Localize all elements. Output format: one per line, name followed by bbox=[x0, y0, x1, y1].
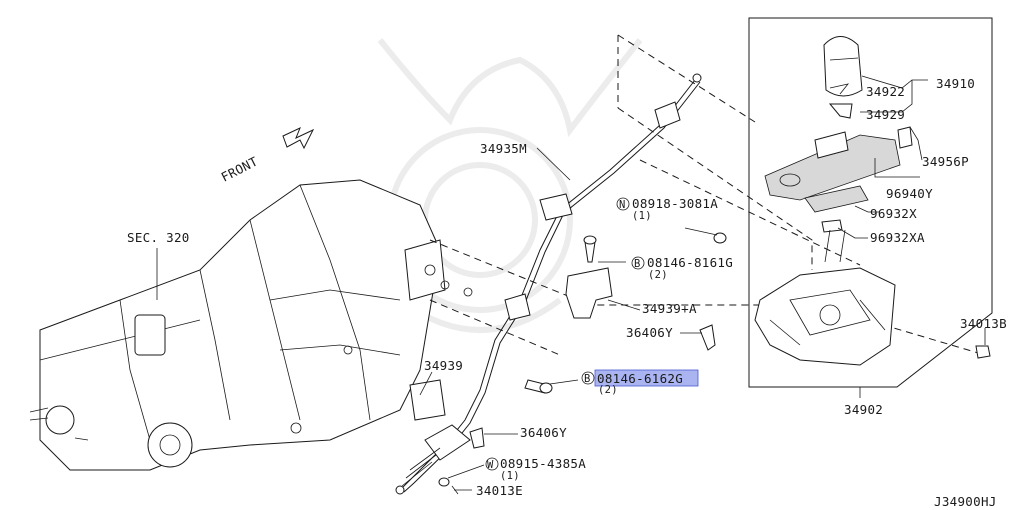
cable-bracket-drawing bbox=[565, 267, 613, 319]
circle-n-icon bbox=[616, 197, 630, 211]
lock-plate-lower-drawing bbox=[469, 427, 485, 449]
nut-34013b-drawing bbox=[975, 345, 991, 359]
knob-button-drawing bbox=[829, 83, 850, 95]
label-08146-6162g-qty: (2) bbox=[598, 384, 618, 396]
label-34929: 34929 bbox=[866, 107, 905, 122]
front-direction-indicator: FRONT bbox=[219, 127, 315, 185]
label-08146-8161g-qty: (2) bbox=[648, 269, 668, 281]
label-08146-8161g-prefix: B bbox=[634, 258, 641, 270]
shift-knob-detail bbox=[829, 57, 859, 61]
upper-bolt-head bbox=[583, 235, 597, 245]
indicator-panel-window bbox=[814, 131, 849, 159]
shifter-mechanism-drawing bbox=[754, 267, 896, 366]
label-08918-prefix: N bbox=[619, 199, 626, 211]
shifter-detail-lines bbox=[769, 299, 886, 346]
label-34956P: 34956P bbox=[922, 154, 969, 169]
front-label: FRONT bbox=[219, 153, 261, 184]
label-08146-8161G: B 08146-8161G (2) bbox=[631, 255, 733, 281]
label-08918-number: 08918-3081A bbox=[632, 196, 718, 211]
label-96932X: 96932X bbox=[870, 206, 917, 221]
label-08915-4385A: W 08915-4385A (1) bbox=[485, 456, 586, 482]
label-34013B: 34013B bbox=[960, 316, 1007, 331]
label-34902: 34902 bbox=[844, 402, 883, 417]
shift-knob-drawing bbox=[823, 36, 863, 97]
front-arrow-icon bbox=[282, 127, 315, 150]
label-34939A: 34939+A bbox=[642, 301, 697, 316]
slide-cover-drawing bbox=[804, 185, 869, 213]
circle-w-icon bbox=[485, 457, 499, 471]
transmission-assembly-drawing bbox=[29, 179, 473, 471]
label-34922: 34922 bbox=[866, 84, 905, 99]
upper-bolt-drawing bbox=[584, 241, 596, 263]
shifter-lever-shaft bbox=[824, 229, 846, 263]
shifter-pivot bbox=[819, 304, 841, 326]
label-08915-prefix: W bbox=[487, 459, 494, 471]
label-08915-number: 08915-4385A bbox=[500, 456, 586, 471]
slide-plate-drawing bbox=[821, 219, 843, 233]
label-08918-3081A: N 08918-3081A (1) bbox=[616, 196, 718, 222]
label-08146-8161g-number: 08146-8161G bbox=[647, 255, 733, 270]
indicator-panel-dial bbox=[779, 173, 801, 187]
part-leader-lines bbox=[419, 147, 861, 491]
indicator-panel-drawing bbox=[764, 134, 901, 201]
label-34939: 34939 bbox=[424, 358, 463, 373]
clip-08918-drawing bbox=[713, 232, 727, 244]
circle-b-icon bbox=[581, 371, 595, 385]
lock-plate-upper-drawing bbox=[699, 324, 716, 351]
label-08918-qty: (1) bbox=[632, 210, 652, 222]
label-34935M: 34935M bbox=[480, 141, 527, 156]
label-36406Y-upper: 36406Y bbox=[626, 325, 673, 340]
label-08146-6162g-prefix: B bbox=[584, 373, 591, 385]
label-08915-qty: (1) bbox=[500, 470, 520, 482]
label-34910: 34910 bbox=[936, 76, 975, 91]
shifter-assembly-frame bbox=[748, 17, 993, 388]
label-96932XA: 96932XA bbox=[870, 230, 925, 245]
shift-cable-drawing bbox=[395, 73, 702, 495]
lower-bolt-head bbox=[539, 382, 553, 394]
section-ref-label: SEC. 320 bbox=[127, 230, 190, 245]
circle-b-icon bbox=[631, 256, 645, 270]
washer-08915-drawing bbox=[438, 477, 450, 487]
diagram-code: J34900HJ bbox=[934, 494, 997, 509]
label-08146-6162G: B 08146-6162G (2) bbox=[581, 369, 699, 396]
selected-part-highlight[interactable] bbox=[594, 369, 699, 387]
shifter-gate-plate bbox=[789, 289, 871, 336]
knob-cover-drawing bbox=[828, 103, 853, 119]
bulb-socket-drawing bbox=[897, 126, 913, 149]
shifter-leader-lines bbox=[837, 75, 986, 345]
label-96940Y: 96940Y bbox=[886, 186, 933, 201]
label-08146-6162g-number[interactable]: 08146-6162G bbox=[597, 371, 683, 386]
label-34013E: 34013E bbox=[476, 483, 523, 498]
label-36406Y-lower: 36406Y bbox=[520, 425, 567, 440]
